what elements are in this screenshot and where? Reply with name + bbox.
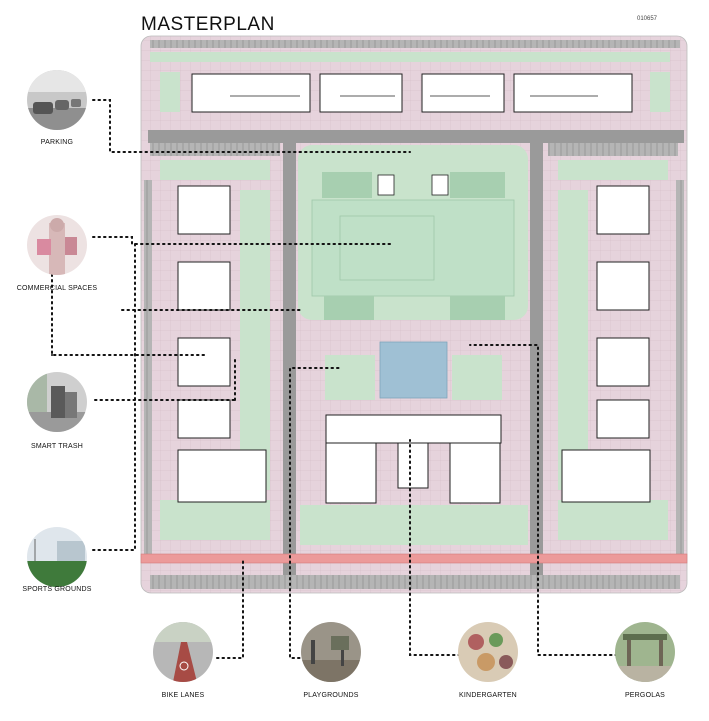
commercial-photo	[27, 215, 87, 275]
playgrounds-photo	[301, 622, 361, 682]
parking-right-strip	[676, 180, 684, 560]
sports-photo	[27, 527, 87, 587]
sports-label: SPORTS GROUNDS	[22, 586, 92, 593]
road-right	[530, 143, 543, 575]
parking-label: PARKING	[40, 139, 74, 146]
pergolas-photo	[615, 622, 675, 682]
playgrounds-label: PLAYGROUNDS	[303, 692, 359, 699]
road-horizontal	[148, 130, 684, 143]
kindergarten-label: KINDERGARTEN	[459, 692, 517, 699]
football-field	[311, 199, 515, 297]
bike-lanes-label: BIKE LANES	[161, 692, 205, 699]
smart-trash-label: SMART TRASH	[31, 443, 83, 450]
pool	[379, 341, 448, 399]
road-left	[283, 143, 296, 575]
bike-lane	[140, 553, 688, 564]
parking-top-left	[150, 142, 280, 156]
parking-top-strip	[150, 40, 680, 48]
kindergarten-photo	[458, 622, 518, 682]
top-building	[191, 73, 633, 113]
drawing-code: 010657	[637, 16, 658, 22]
parking-bottom-strip	[150, 575, 680, 589]
bike-lanes-photo	[153, 622, 213, 682]
left-buildings	[177, 185, 267, 503]
parking-left-strip	[144, 180, 152, 560]
pergolas-label: PERGOLAS	[624, 692, 666, 699]
right-buildings	[561, 185, 651, 503]
smart-trash-photo	[27, 372, 87, 432]
leader-lines	[51, 99, 618, 659]
page-title: MASTERPLAN	[141, 14, 275, 35]
parking-photo	[27, 70, 87, 130]
parking-top-right	[548, 142, 678, 156]
kindergarten-building	[325, 414, 502, 504]
commercial-label: COMMERCIAL SPACES	[16, 285, 98, 292]
